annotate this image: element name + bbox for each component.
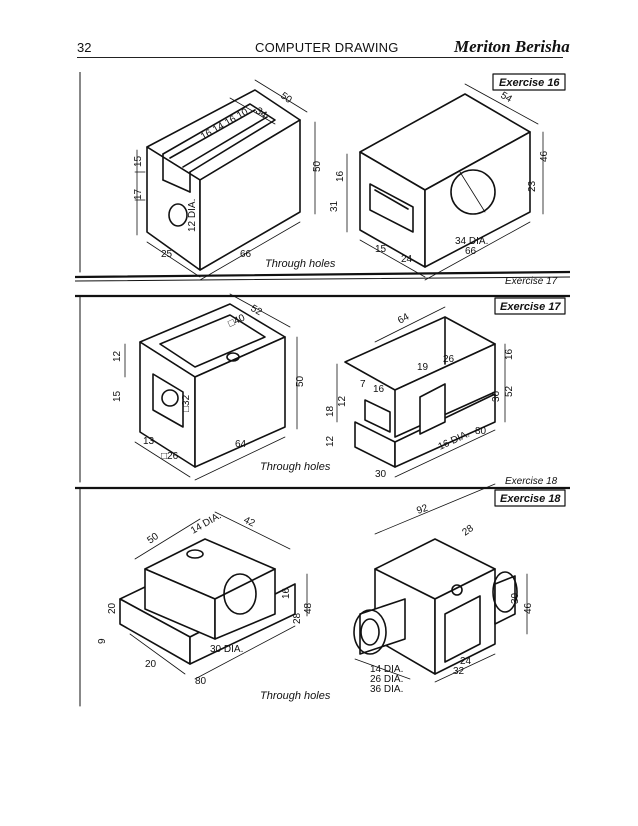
svg-text:54: 54: [499, 90, 515, 105]
svg-text:16: 16: [504, 348, 515, 360]
svg-text:42: 42: [242, 515, 257, 530]
svg-text:9: 9: [97, 638, 108, 644]
ex18-title-box: Exercise 18: [494, 489, 566, 507]
svg-text:16: 16: [335, 170, 346, 182]
svg-text:12: 12: [112, 350, 123, 362]
ex16-title-box: Exercise 16: [492, 73, 566, 91]
ex16-title: Exercise 16: [499, 77, 560, 89]
ex16-caption: Through holes: [265, 258, 336, 270]
svg-text:36 DIA.: 36 DIA.: [370, 684, 403, 695]
ex16-right-object: 16 31 15 24 34 DIA. 66 46 23 54 Exercise…: [329, 73, 566, 281]
svg-text:□32: □32: [181, 394, 192, 412]
svg-text:25: 25: [161, 249, 173, 260]
ex17-right-object: 64 19 26 7 16 18 12 12 36 52 16 16 DIA. …: [325, 297, 566, 480]
svg-text:36: 36: [491, 390, 502, 402]
svg-text:64: 64: [396, 311, 412, 326]
svg-text:26: 26: [443, 354, 455, 365]
ex17-caption: Through holes: [260, 461, 331, 473]
svg-text:□26: □26: [161, 451, 179, 462]
svg-text:7: 7: [360, 379, 366, 390]
ex16-left-object: 15 17 25 66 50 50 34 16 14 16 10 12 DIA.…: [133, 79, 336, 281]
svg-text:23: 23: [527, 180, 538, 192]
svg-text:26 DIA.: 26 DIA.: [370, 674, 403, 685]
svg-text:52: 52: [249, 303, 265, 318]
svg-text:80: 80: [195, 676, 207, 687]
svg-text:50: 50: [295, 375, 306, 387]
svg-text:50: 50: [312, 160, 323, 172]
svg-text:32: 32: [453, 666, 465, 677]
svg-text:14 DIA.: 14 DIA.: [370, 664, 403, 675]
svg-text:80: 80: [475, 426, 487, 437]
svg-text:15: 15: [133, 155, 144, 167]
page-header: 32 COMPUTER DRAWING Meriton Berisha: [0, 0, 638, 60]
scanned-drawing-sheet: 15 17 25 66 50 50 34 16 14 16 10 12 DIA.…: [75, 72, 570, 707]
ex17-title-box: Exercise 17: [494, 297, 566, 315]
ex18-left-object: 50 42 14 DIA. 48 20 9 16 28 30 DIA. 20 8…: [97, 510, 331, 702]
svg-text:20: 20: [145, 659, 157, 670]
svg-text:13: 13: [143, 436, 155, 447]
svg-text:34 DIA.: 34 DIA.: [455, 236, 488, 247]
ex17-left-object: 12 15 13 □26 64 50 52 □40 □32 Through ho…: [112, 293, 331, 481]
book-title: COMPUTER DRAWING: [255, 40, 399, 55]
svg-text:24: 24: [460, 656, 472, 667]
svg-text:15: 15: [112, 390, 123, 402]
exercise-16-panel: 15 17 25 66 50 50 34 16 14 16 10 12 DIA.…: [75, 72, 570, 282]
svg-text:12: 12: [325, 435, 336, 447]
svg-text:17: 17: [133, 188, 144, 200]
header-rule: [77, 57, 563, 58]
svg-text:66: 66: [240, 249, 252, 260]
exercise-18-panel: Exercise 18 50: [75, 476, 570, 707]
svg-text:15: 15: [375, 244, 387, 255]
svg-text:19: 19: [417, 362, 429, 373]
page-number: 32: [77, 40, 92, 55]
svg-text:20: 20: [107, 602, 118, 614]
svg-text:50: 50: [278, 90, 294, 106]
svg-text:12 DIA.: 12 DIA.: [187, 199, 198, 232]
svg-text:46: 46: [523, 602, 534, 614]
svg-text:52: 52: [504, 385, 515, 397]
exercise-17-panel: Exercise 17 12: [75, 276, 570, 483]
svg-text:16: 16: [281, 587, 292, 599]
ex18-caption: Through holes: [260, 690, 331, 702]
svg-text:30: 30: [375, 469, 387, 480]
ex17-title: Exercise 17: [500, 301, 561, 313]
svg-text:12: 12: [337, 395, 348, 407]
author-signature: Meriton Berisha: [454, 37, 570, 56]
svg-text:28: 28: [292, 612, 303, 624]
svg-text:66: 66: [465, 246, 477, 257]
svg-text:48: 48: [303, 602, 314, 614]
svg-text:46: 46: [539, 150, 550, 162]
svg-text:24: 24: [401, 254, 413, 265]
svg-text:28: 28: [460, 523, 476, 539]
svg-text:92: 92: [415, 503, 430, 517]
svg-text:16: 16: [373, 384, 385, 395]
svg-text:14 DIA.: 14 DIA.: [189, 510, 223, 536]
ex18-right-object: 92 28 46 30 24 32 14 DIA. 26 DIA. 36 DIA…: [353, 483, 566, 695]
svg-text:64: 64: [235, 439, 247, 450]
svg-text:30: 30: [510, 592, 521, 604]
svg-text:30 DIA.: 30 DIA.: [210, 644, 243, 655]
svg-text:31: 31: [329, 200, 340, 212]
ex18-cut-title: Exercise 18: [505, 476, 558, 487]
svg-text:18: 18: [325, 405, 336, 417]
ex18-title: Exercise 18: [500, 493, 561, 505]
ex17-cut-title: Exercise 17: [505, 276, 558, 287]
